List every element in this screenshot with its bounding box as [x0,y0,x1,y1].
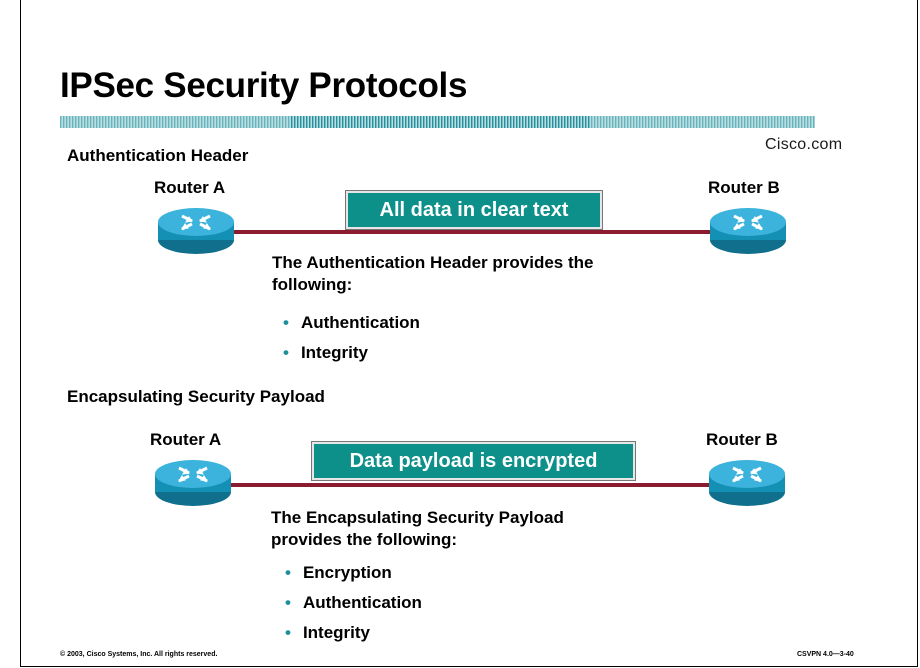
ah-bullet-2: Integrity [300,343,369,362]
ah-description-line1: The Authentication Header provides the [272,253,594,272]
list-item: • Integrity [285,623,370,643]
router-icon [155,460,231,506]
esp-bullet-1: Encryption [302,563,392,582]
copyright-footer: © 2003, Cisco Systems, Inc. All rights r… [60,651,218,658]
ah-router-b-label: Router B [708,178,780,197]
ah-link-line [230,230,716,234]
cisco-brand-label: Cisco.com [765,136,843,153]
ah-bullet-1: Authentication [300,313,420,332]
list-item: • Authentication [285,593,422,613]
ah-router-a-label: Router A [154,178,226,197]
router-icon [158,208,234,254]
ah-banner: All data in clear text [345,190,603,230]
esp-description-line2: provides the following: [271,530,458,549]
esp-heading: Encapsulating Security Payload [67,387,325,406]
list-item: • Authentication [283,313,420,333]
router-icon [709,460,785,506]
esp-bullet-3: Integrity [302,623,371,642]
bullet-icon: • [283,343,289,362]
esp-banner: Data payload is encrypted [311,441,636,481]
esp-link-line [228,483,716,487]
bullet-icon: • [285,563,291,582]
esp-bullet-2: Authentication [302,593,422,612]
bullet-icon: • [285,593,291,612]
title-underline-bar [60,116,815,128]
esp-router-a-label: Router A [150,430,222,449]
esp-description: The Encapsulating Security Payload provi… [271,507,564,551]
esp-description-line1: The Encapsulating Security Payload [271,508,564,527]
bullet-icon: • [283,313,289,332]
course-code-footer: CSVPN 4.0—3-40 [797,651,854,658]
ah-heading: Authentication Header [67,146,249,165]
list-item: • Integrity [283,343,368,363]
slide-frame [20,0,918,667]
esp-router-b-label: Router B [706,430,778,449]
router-icon [710,208,786,254]
ah-description-line2: following: [272,275,353,294]
slide-title: IPSec Security Protocols [60,66,468,105]
list-item: • Encryption [285,563,392,583]
bullet-icon: • [285,623,291,642]
ah-description: The Authentication Header provides the f… [272,252,593,296]
